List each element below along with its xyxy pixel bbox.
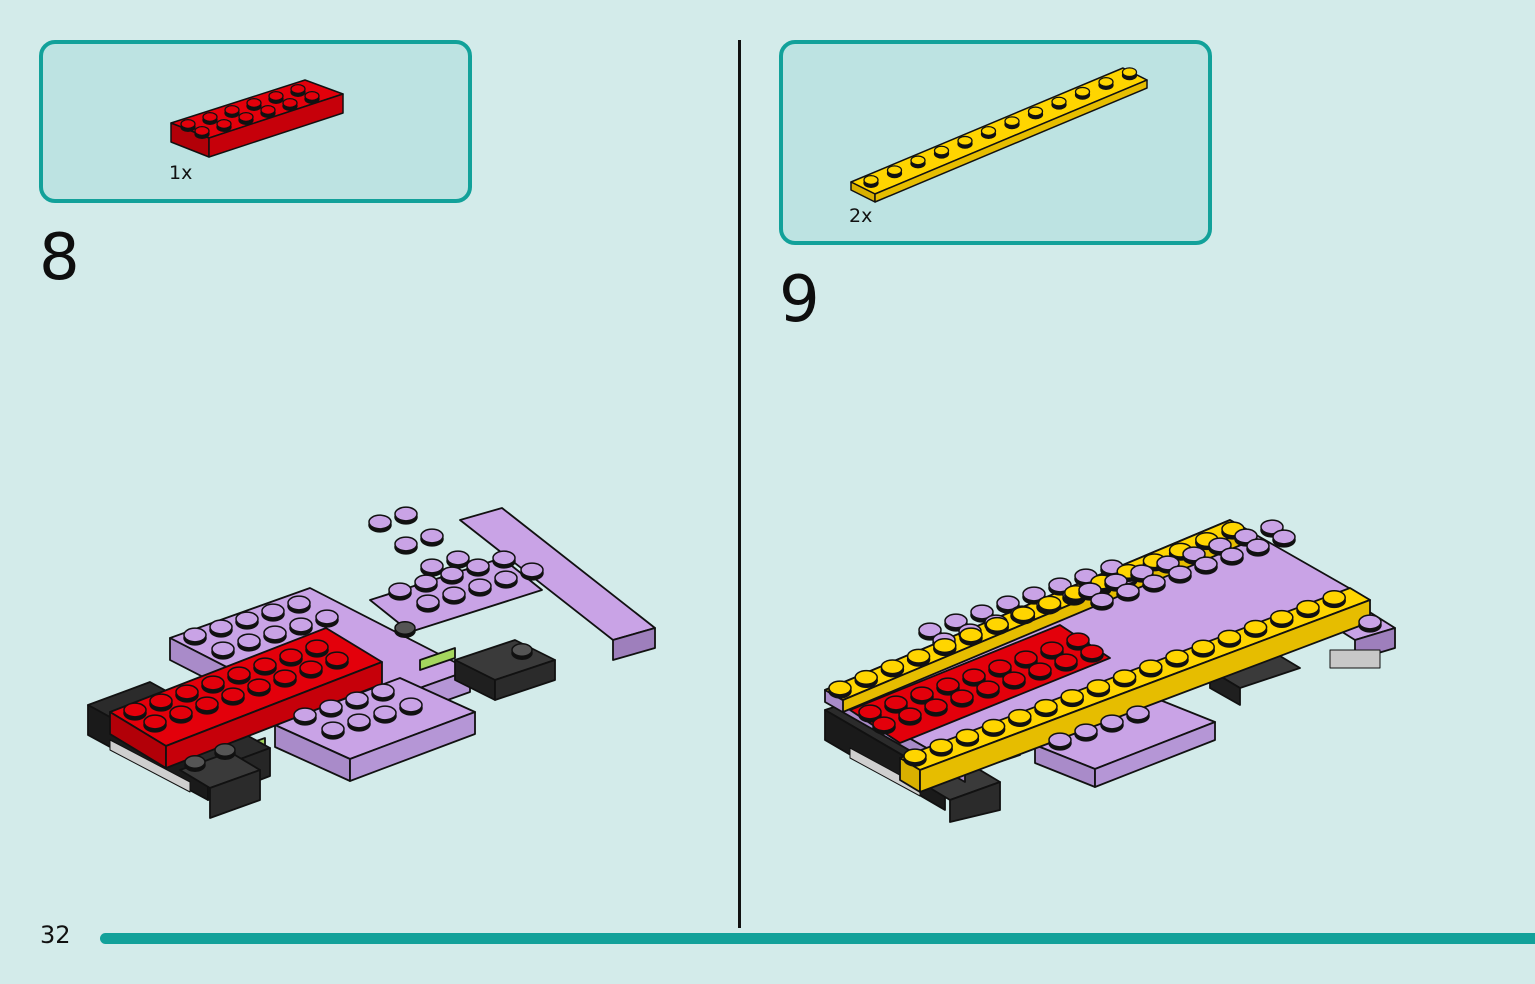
step-number: 9 [779, 263, 820, 337]
step-8-model-illustration [87, 506, 656, 819]
step-9-parts-box: 2x [779, 40, 1212, 245]
step-8-parts-box: 1x [39, 40, 472, 203]
yellow-plate-1x12-part [850, 67, 1148, 203]
step-number: 8 [39, 221, 80, 295]
footer-bar [100, 933, 1535, 944]
step-9-model-illustration [824, 519, 1396, 823]
part-quantity: 1x [169, 162, 193, 184]
part-quantity: 2x [849, 205, 873, 227]
red-plate-2x6-part [170, 79, 344, 158]
step-divider [738, 40, 741, 928]
page-number: 32 [40, 921, 71, 949]
